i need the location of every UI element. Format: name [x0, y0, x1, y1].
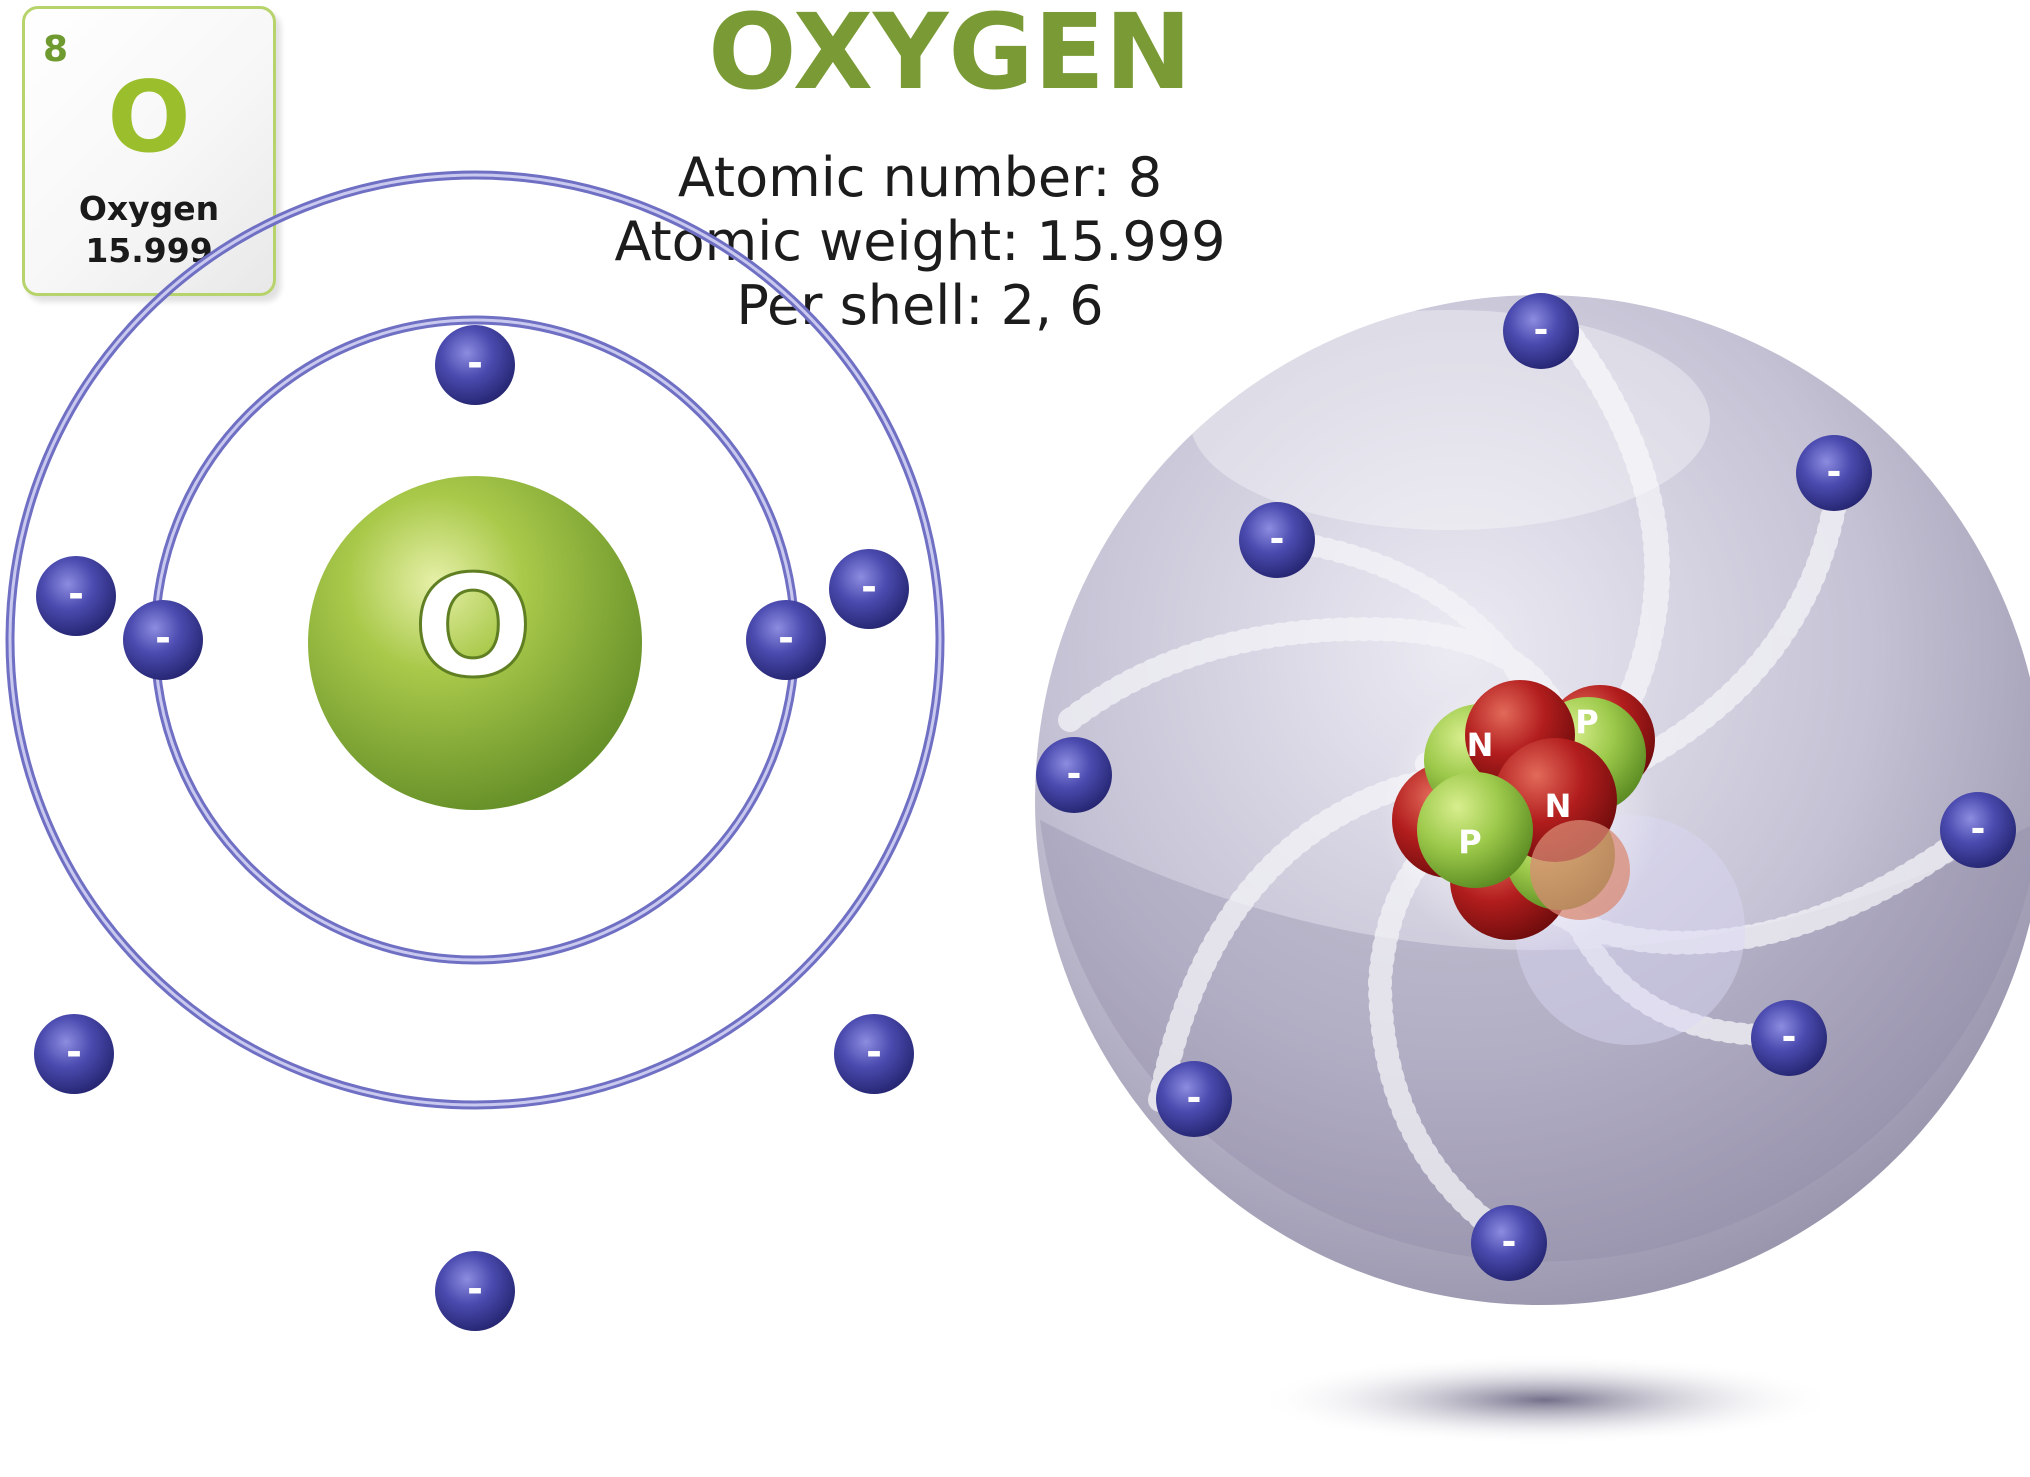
sphere-electron: - [1751, 1000, 1827, 1076]
tile-symbol: O [107, 61, 191, 175]
page-title: OXYGEN [708, 0, 1192, 113]
neutron-label: N [1545, 787, 1572, 825]
nucleus [308, 476, 642, 810]
neutron-label: N [1467, 726, 1494, 764]
electron-sign: - [1187, 1078, 1202, 1119]
inner-electron: - [746, 600, 826, 680]
outer-electron: - [435, 1251, 515, 1331]
sphere-electron: - [1471, 1205, 1547, 1281]
sphere-electron: - [1156, 1061, 1232, 1137]
bohr-model: O - - - - - - - - [5, 170, 945, 1331]
outer-electron: - [36, 556, 116, 636]
electron-sign: - [866, 1030, 882, 1074]
sphere-electrons: - - - - - - - - [1036, 293, 2016, 1281]
nucleus-cluster: N P N P [1380, 675, 1660, 955]
electron-sign: - [1067, 754, 1082, 795]
electron-sign: - [1827, 452, 1842, 493]
electron-sign: - [467, 1267, 483, 1311]
electron-sign: - [467, 341, 483, 385]
nucleus-symbol: O [413, 546, 532, 709]
sphere-electron: - [1036, 737, 1112, 813]
outer-electron: - [829, 549, 909, 629]
inner-electron: - [123, 600, 203, 680]
atomic-number-line: Atomic number: 8 [677, 146, 1163, 209]
tile-name: Oxygen [78, 189, 220, 228]
tile-weight: 15.999 [85, 231, 213, 270]
sphere-electron: - [1940, 792, 2016, 868]
outer-electron: - [834, 1014, 914, 1094]
sphere-shadow [1255, 1355, 1835, 1445]
electron-sign: - [68, 572, 84, 616]
sphere-electron: - [1503, 293, 1579, 369]
electron-sign: - [1502, 1222, 1517, 1263]
electron-sign: - [155, 616, 171, 660]
electron-sign: - [778, 616, 794, 660]
electron-sign: - [1270, 519, 1285, 560]
sphere-electron: - [1239, 502, 1315, 578]
proton-label: P [1575, 703, 1598, 741]
electron-sign: - [66, 1030, 82, 1074]
electron-sign: - [861, 565, 877, 609]
sphere-electron: - [1796, 435, 1872, 511]
electron-sign: - [1782, 1017, 1797, 1058]
proton-label: P [1458, 823, 1481, 861]
electron-sign: - [1971, 809, 1986, 850]
sphere-model: N P N P - - - - - - - - [1035, 293, 2030, 1445]
electron-sign: - [1534, 310, 1549, 351]
tile-atomic-number: 8 [43, 29, 69, 70]
bohr-electrons: - - - - - - - - [34, 325, 914, 1331]
element-tile: 8 O Oxygen 15.999 [22, 6, 276, 296]
outer-electron: - [435, 325, 515, 405]
outer-electron: - [34, 1014, 114, 1094]
